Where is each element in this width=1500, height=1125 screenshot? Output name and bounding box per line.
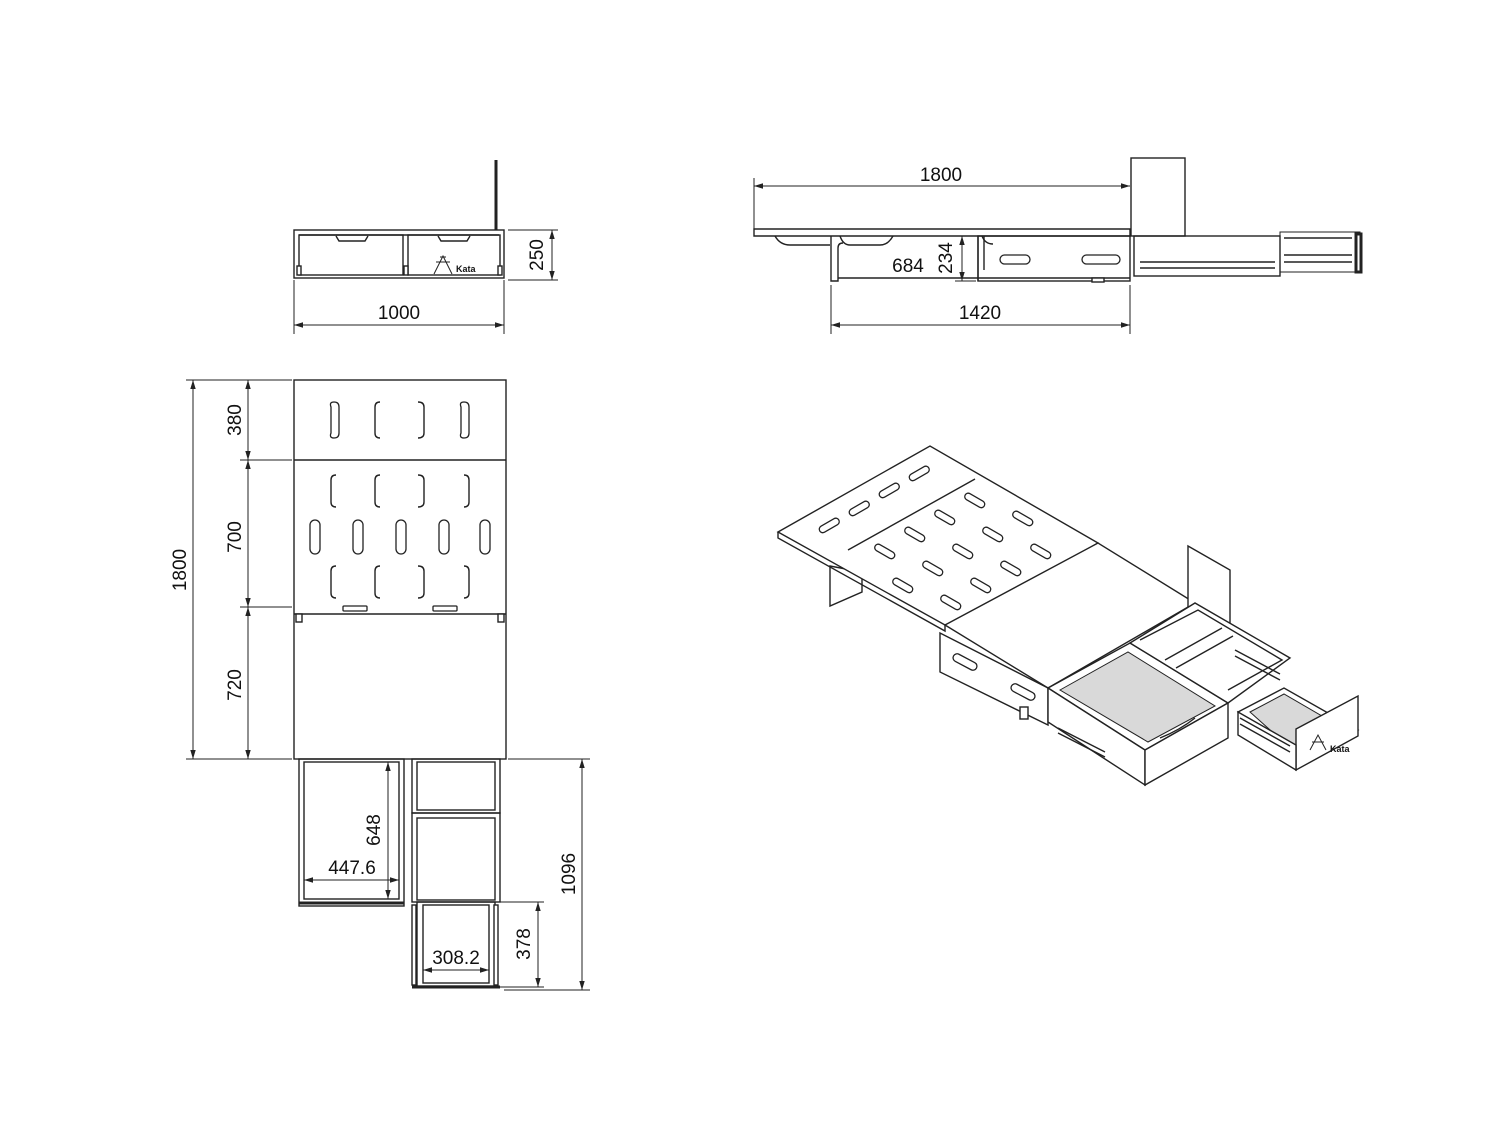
front-left-drawer (298, 234, 404, 276)
isometric-view: Kata (776, 445, 1360, 787)
side-drawer (1133, 235, 1281, 277)
front-height-label: 250 (527, 239, 548, 271)
side-leg (830, 236, 844, 282)
right-lower-drawer (411, 812, 501, 903)
plan-total-length-label: 1800 (170, 549, 191, 591)
front-view: Kata 1000 250 (293, 160, 558, 334)
side-box-length-label: 1420 (959, 303, 1001, 324)
small-drawer-width-label: 308.2 (432, 948, 480, 969)
iso-box-side (939, 631, 1049, 727)
right-total-label: 1096 (559, 853, 580, 895)
plan-view: 1800 380 700 720 (170, 379, 507, 760)
side-backrest (1130, 157, 1186, 237)
side-drawer-offset-label: 684 (892, 256, 924, 277)
side-handle-slot (999, 254, 1031, 265)
front-width-label: 1000 (378, 303, 420, 324)
plan-middle-slots (309, 474, 491, 599)
left-drawer (298, 758, 405, 907)
small-drawer-depth-label: 378 (514, 928, 535, 960)
right-upper-drawer (411, 758, 501, 814)
side-box-height-label: 234 (936, 242, 957, 274)
kata-logo: Kata (433, 254, 477, 275)
plan-section-middle-label: 700 (225, 521, 246, 553)
side-handle-slot (1081, 254, 1121, 265)
front-right-drawer (407, 234, 501, 276)
side-top-board (753, 228, 1131, 237)
plan-section-bottom-label: 720 (225, 669, 246, 701)
front-view-outline (293, 229, 505, 279)
iso-big-drawer (1046, 642, 1230, 787)
plan-top-slots (329, 401, 470, 439)
svg-text:Kata: Kata (456, 264, 477, 274)
iso-upper-drawer (1128, 602, 1292, 704)
drawer-views: 447.6 648 308.2 378 1096 (298, 758, 590, 991)
plan-section-top-label: 380 (225, 404, 246, 436)
small-drawer (416, 901, 496, 987)
side-view: 1800 1420 234 684 (753, 157, 1363, 334)
side-total-length-label: 1800 (920, 165, 962, 186)
left-drawer-width-label: 447.6 (328, 858, 376, 879)
iso-platform-slots (818, 465, 1052, 611)
left-drawer-depth-label: 648 (364, 814, 385, 846)
svg-text:Kata: Kata (1330, 744, 1351, 754)
iso-small-drawer: Kata (1236, 687, 1360, 772)
plan-outline (293, 379, 507, 760)
